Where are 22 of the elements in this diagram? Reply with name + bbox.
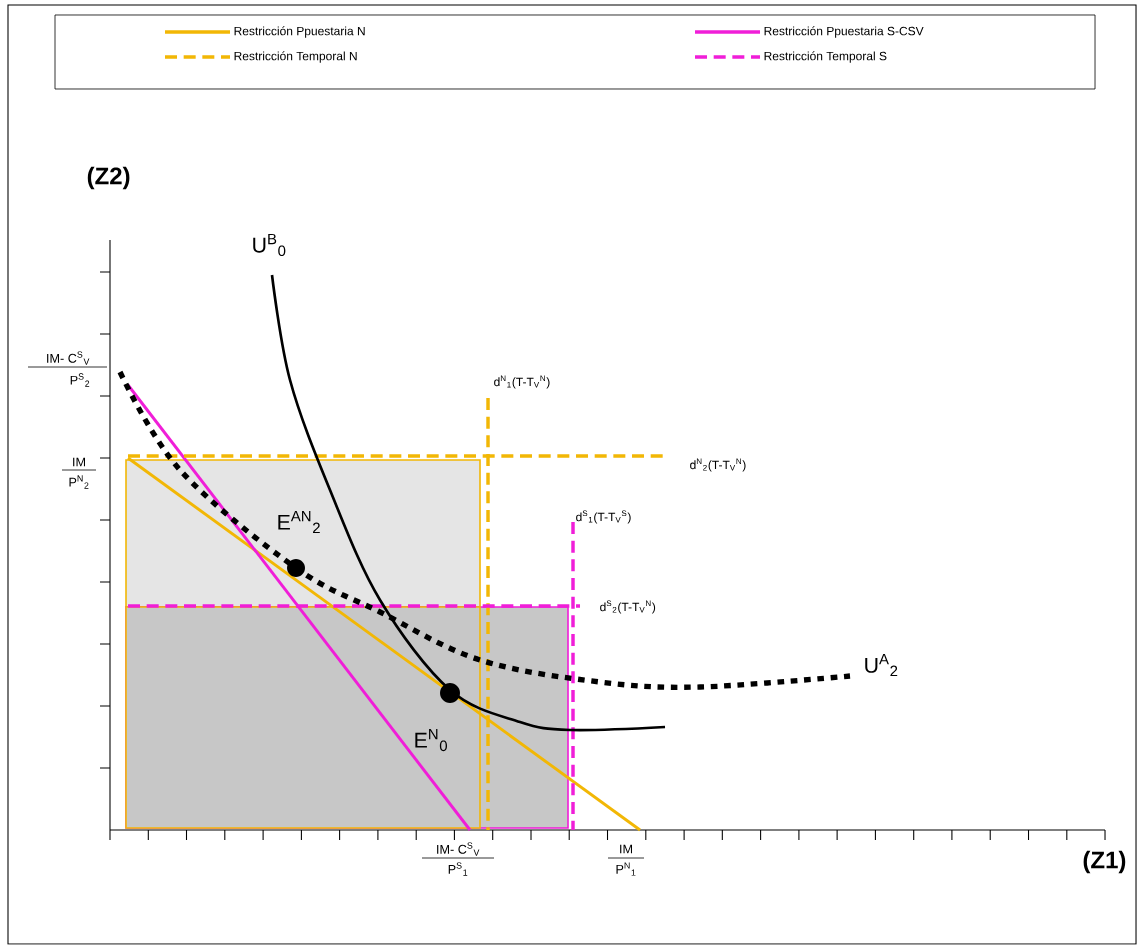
legend-label: Restricción Ppuestaria N bbox=[234, 26, 365, 38]
axis-label: (Z1) bbox=[1083, 850, 1126, 874]
axis-label: IM bbox=[620, 844, 632, 854]
axis-label: d$^{S}$$_{1}$(T-T$_{V}$$^{S}$) bbox=[576, 510, 631, 524]
legend-label: Restricción Ppuestaria S-CSV bbox=[764, 26, 924, 38]
axis-label: P$^{S}$1 bbox=[448, 862, 468, 876]
axis-label: P$^{N}$2 bbox=[69, 475, 89, 489]
axis-label: d$^{N}$$_{2}$(T-T$_{V}$$^{N}$) bbox=[690, 458, 746, 472]
axis-label: IM- C$^{S}$V bbox=[47, 351, 90, 365]
axis-label: U$^{A}$2 bbox=[865, 653, 898, 677]
axis-label: (Z2) bbox=[87, 166, 130, 190]
axis-label: P$^{N}$1 bbox=[616, 862, 636, 876]
axis-label: U$^{B}$0 bbox=[253, 233, 286, 257]
axis-label: IM bbox=[73, 457, 85, 467]
axis-label: E$^{AN}$2 bbox=[278, 510, 320, 534]
axis-label: P$^{S}$2 bbox=[70, 373, 90, 387]
axis-label: d$^{N}$$_{1}$(T-T$_{V}$$^{N}$) bbox=[494, 375, 550, 389]
axis-label: d$^{S}$$_{2}$(T-T$_{V}$$^{N}$) bbox=[600, 600, 656, 614]
legend-label: Restricción Temporal S bbox=[764, 51, 887, 63]
legend-label: Restricción Temporal N bbox=[234, 51, 357, 63]
axis-label: IM- C$^{S}$V bbox=[437, 842, 480, 856]
axis-label: E$^{N}$0 bbox=[415, 728, 447, 752]
